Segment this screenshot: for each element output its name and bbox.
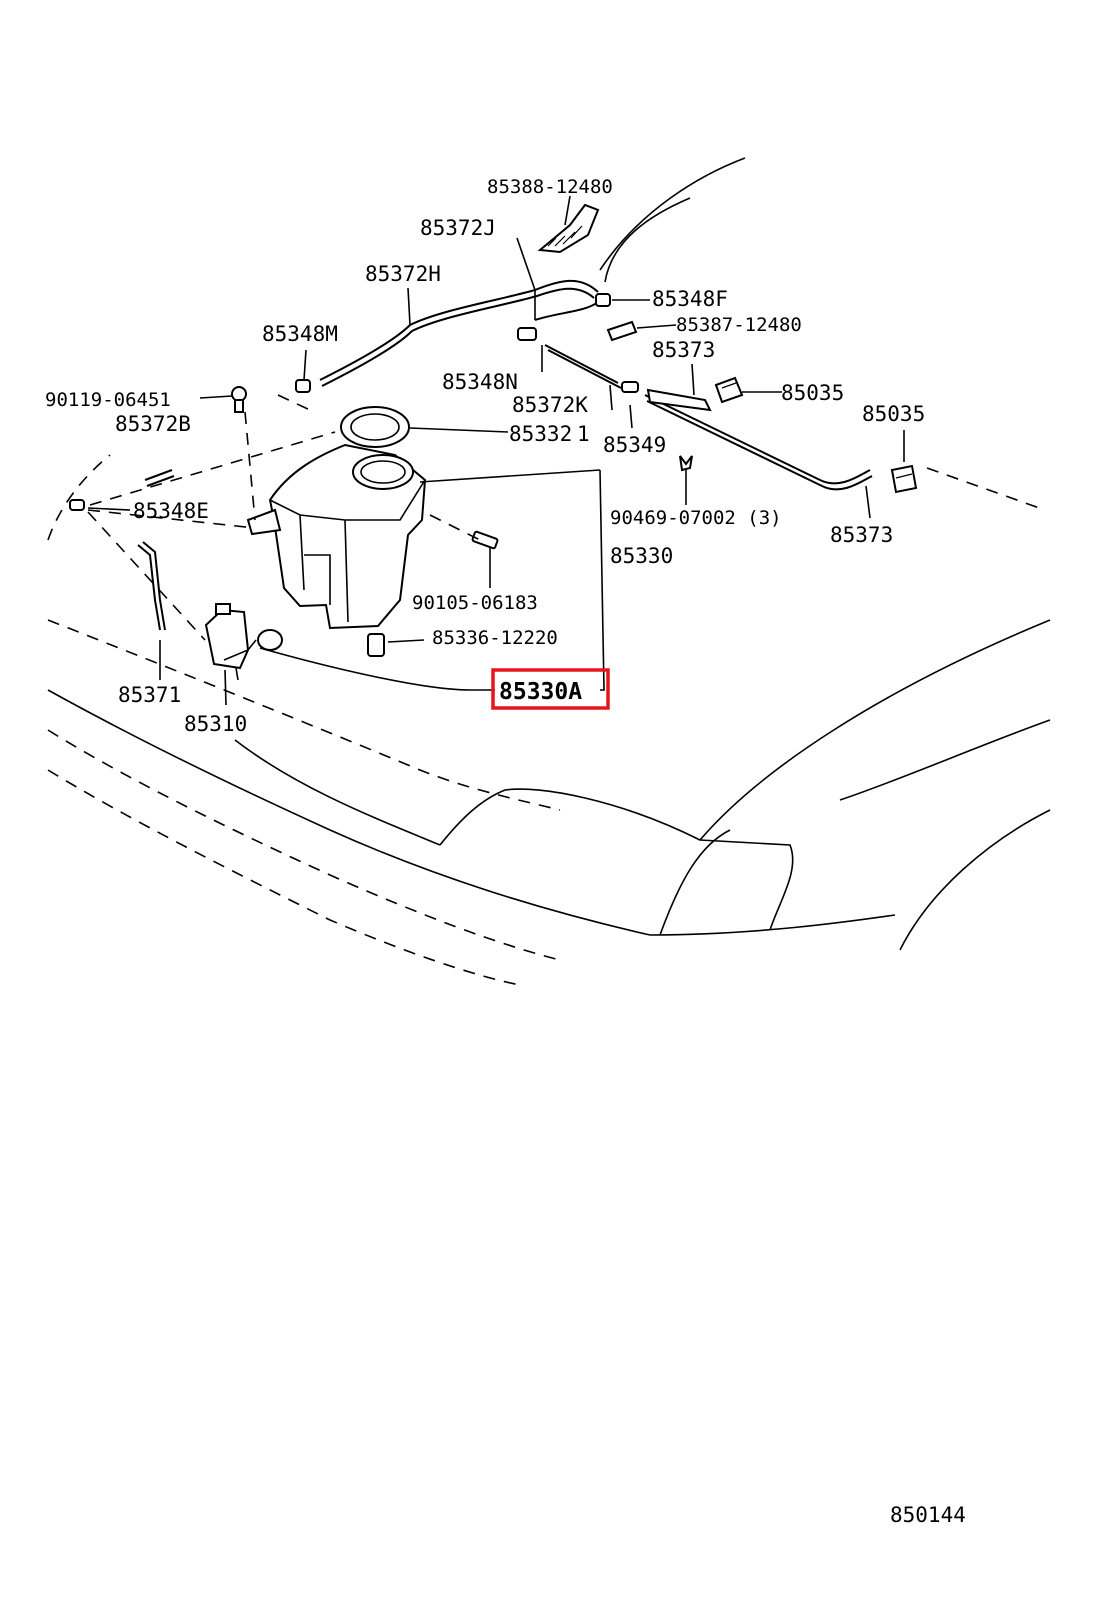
tank-cap-85332 bbox=[340, 406, 410, 448]
label-85372B: 85372B bbox=[115, 412, 191, 436]
label-85310: 85310 bbox=[184, 712, 247, 736]
washer-parts bbox=[69, 203, 918, 681]
nozzle-bracket-85388 bbox=[537, 203, 600, 254]
label-85035-upper: 85035 bbox=[781, 381, 844, 405]
part-labels: 85388-12480 85372J 85372H 85348F 85387-1… bbox=[45, 176, 966, 1527]
label-85388: 85388-12480 bbox=[487, 176, 613, 198]
bolt-90119 bbox=[231, 386, 247, 413]
leader-lines bbox=[87, 195, 905, 706]
hose-joint-85348M bbox=[295, 379, 311, 393]
label-85336: 85336-12220 bbox=[432, 627, 558, 649]
short-hose-85372B bbox=[144, 469, 173, 481]
washer-nozzle-85035-a bbox=[714, 376, 744, 404]
hose-joint-85348E bbox=[69, 499, 85, 511]
label-85373-upper: 85373 bbox=[652, 338, 715, 362]
label-85348E: 85348E bbox=[133, 499, 209, 523]
washer-pump-85310 bbox=[204, 603, 257, 681]
label-85332: 85332 bbox=[509, 422, 572, 446]
label-85330A: 85330A bbox=[499, 679, 582, 705]
label-85348F: 85348F bbox=[652, 287, 728, 311]
check-valve-85349 bbox=[621, 381, 639, 393]
label-85349: 85349 bbox=[603, 433, 666, 457]
vehicle-body-outline bbox=[47, 157, 1051, 986]
label-85372K: 85372K bbox=[512, 393, 588, 417]
label-85372J: 85372J bbox=[420, 216, 496, 240]
hose-joint-85348F bbox=[595, 293, 611, 307]
jar-rod-85371 bbox=[137, 544, 161, 631]
label-85348N: 85348N bbox=[442, 370, 518, 394]
washer-hoses bbox=[259, 279, 873, 691]
washer-nozzle-85035-b bbox=[890, 464, 918, 494]
label-85372H: 85372H bbox=[365, 262, 441, 286]
label-85035-lower: 85035 bbox=[862, 402, 925, 426]
grommet-85336 bbox=[367, 633, 385, 657]
hose-joint-85348N bbox=[517, 327, 537, 341]
drawing-number: 850144 bbox=[890, 1503, 966, 1527]
label-90119: 90119-06451 bbox=[45, 389, 171, 411]
washer-tank bbox=[246, 443, 427, 630]
clip-90469 bbox=[679, 455, 693, 472]
label-85373-lower: 85373 bbox=[830, 523, 893, 547]
label-90469: 90469-07002 (3) bbox=[610, 507, 782, 529]
label-85371: 85371 bbox=[118, 683, 181, 707]
label-85387: 85387-12480 bbox=[676, 314, 802, 336]
check-valve-85387 bbox=[606, 320, 638, 342]
label-85330: 85330 bbox=[610, 544, 673, 568]
pump-grommet bbox=[257, 629, 283, 651]
label-85348M: 85348M bbox=[262, 322, 338, 346]
label-85321-tail: 1 bbox=[577, 422, 590, 446]
highlight-box-85330A bbox=[491, 668, 610, 710]
bolt-90105 bbox=[471, 530, 499, 550]
label-90105: 90105-06183 bbox=[412, 592, 538, 614]
hose-clip-85373 bbox=[646, 388, 712, 412]
